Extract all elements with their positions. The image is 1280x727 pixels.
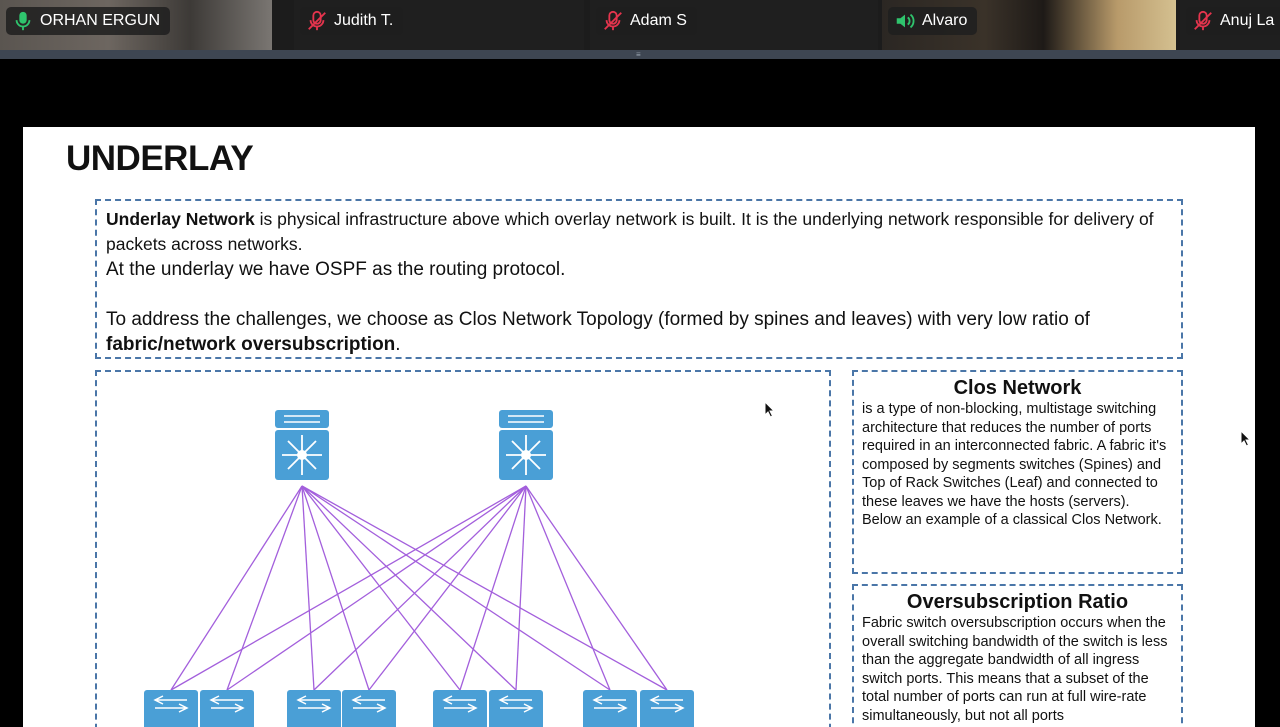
spine-leaf-link xyxy=(170,485,303,691)
spine-leaf-link xyxy=(313,485,527,691)
spine-leaf-link xyxy=(170,485,527,691)
participant-name: ORHAN ERGUN xyxy=(40,12,161,29)
participant-tile[interactable]: Adam S xyxy=(590,0,878,50)
intro-clos-end: . xyxy=(395,334,401,355)
participant-tile[interactable]: Anuj La xyxy=(1180,0,1280,50)
leaf-switch-icon xyxy=(287,690,341,727)
participant-strip: ORHAN ERGUN Judith T. Adam S Alvaro Anuj… xyxy=(0,0,1280,50)
spine-leaf-link xyxy=(525,485,668,691)
participant-name: Judith T. xyxy=(334,12,394,29)
leaf-switch-icon xyxy=(583,690,637,727)
oversubscription-title: Oversubscription Ratio xyxy=(906,591,1129,613)
spine-top-plate xyxy=(499,410,553,428)
spine-leaf-link xyxy=(525,485,611,691)
clos-network-title: Clos Network xyxy=(953,377,1082,399)
spine-center xyxy=(297,450,307,460)
intro-box: Underlay Network is physical infrastruct… xyxy=(95,199,1183,359)
spine-leaf-link xyxy=(368,485,527,691)
microphone-muted-icon xyxy=(1194,10,1212,31)
spine-leaf-link xyxy=(515,485,527,691)
spine-arrows xyxy=(284,415,320,423)
participant-tile[interactable]: Judith T. xyxy=(294,0,584,50)
participant-label: Anuj La xyxy=(1186,7,1280,35)
intro-clos-line: To address the challenges, we choose as … xyxy=(106,307,1172,357)
spine-leaf-links xyxy=(170,485,668,691)
clos-network-body-2: Below an example of a classical Clos Net… xyxy=(862,512,1162,528)
shared-slide: UNDERLAY Underlay Network is physical in… xyxy=(23,127,1255,727)
leaf-switch-icon xyxy=(342,690,396,727)
clos-topology-diagram xyxy=(144,410,694,727)
participant-label: Alvaro xyxy=(888,7,978,35)
spine-leaf-link xyxy=(226,485,527,691)
intro-clos-text: To address the challenges, we choose as … xyxy=(106,309,1090,330)
clos-diagram-box xyxy=(95,370,831,727)
spine-leaf-link xyxy=(301,485,370,691)
leaf-arrows xyxy=(498,695,534,713)
intro-clos-bold: fabric/network oversubscription xyxy=(106,334,396,355)
spine-leaf-link xyxy=(226,485,303,691)
leaf-arrows xyxy=(649,695,685,713)
drag-handle-icon: ≡ xyxy=(636,50,641,59)
clos-network-body: is a type of non-blocking, multistage sw… xyxy=(862,401,1167,510)
leaf-switch-icon xyxy=(433,690,487,727)
participant-label: Adam S xyxy=(596,7,697,35)
intro-ospf-line: At the underlay we have OSPF as the rout… xyxy=(106,259,566,280)
spine-leaf-link xyxy=(459,485,527,691)
microphone-icon xyxy=(15,11,31,31)
participant-label: ORHAN ERGUN xyxy=(6,7,171,35)
intro-lead-text: is physical infrastructure above which o… xyxy=(106,209,1154,254)
participant-name: Anuj La xyxy=(1220,12,1275,29)
spine-switch-icon xyxy=(499,410,553,480)
speaker-active-icon xyxy=(896,13,915,29)
participant-name: Adam S xyxy=(630,12,687,29)
clos-network-box: Clos Network is a type of non-blocking, … xyxy=(852,370,1183,574)
mouse-cursor-icon xyxy=(764,401,776,418)
spine-leaf-link xyxy=(301,485,517,691)
spine-leaf-link xyxy=(301,485,611,691)
resize-handle[interactable]: ≡ xyxy=(0,50,1280,59)
leaf-arrows xyxy=(153,695,189,713)
oversubscription-body: Fabric switch oversubscription occurs wh… xyxy=(862,615,1168,724)
microphone-muted-icon xyxy=(308,10,326,31)
slide-title: UNDERLAY xyxy=(66,139,254,178)
participant-name: Alvaro xyxy=(922,12,968,29)
spine-top-plate xyxy=(275,410,329,428)
intro-lead-bold: Underlay Network xyxy=(106,209,255,229)
oversubscription-box: Oversubscription Ratio Fabric switch ove… xyxy=(852,584,1183,727)
leaf-arrows xyxy=(351,695,387,713)
spine-arrows xyxy=(508,415,544,423)
spine-leaf-link xyxy=(301,485,461,691)
mouse-cursor-icon xyxy=(1240,430,1252,447)
participant-tile[interactable]: ORHAN ERGUN xyxy=(0,0,272,50)
leaf-switch-icon xyxy=(489,690,543,727)
participant-tile-active-speaker[interactable]: Alvaro xyxy=(882,0,1176,50)
spine-center xyxy=(521,450,531,460)
leaf-arrows xyxy=(209,695,245,713)
microphone-muted-icon xyxy=(604,10,622,31)
leaf-switch-icon xyxy=(640,690,694,727)
participant-label: Judith T. xyxy=(300,7,404,35)
leaf-arrows xyxy=(296,695,332,713)
intro-paragraph: Underlay Network is physical infrastruct… xyxy=(106,207,1172,257)
spine-leaf-link xyxy=(301,485,668,691)
spine-leaf-link xyxy=(301,485,315,691)
leaf-arrows xyxy=(442,695,478,713)
leaf-switch-icon xyxy=(144,690,198,727)
spine-switch-icon xyxy=(275,410,329,480)
leaf-switch-icon xyxy=(200,690,254,727)
leaf-arrows xyxy=(592,695,628,713)
